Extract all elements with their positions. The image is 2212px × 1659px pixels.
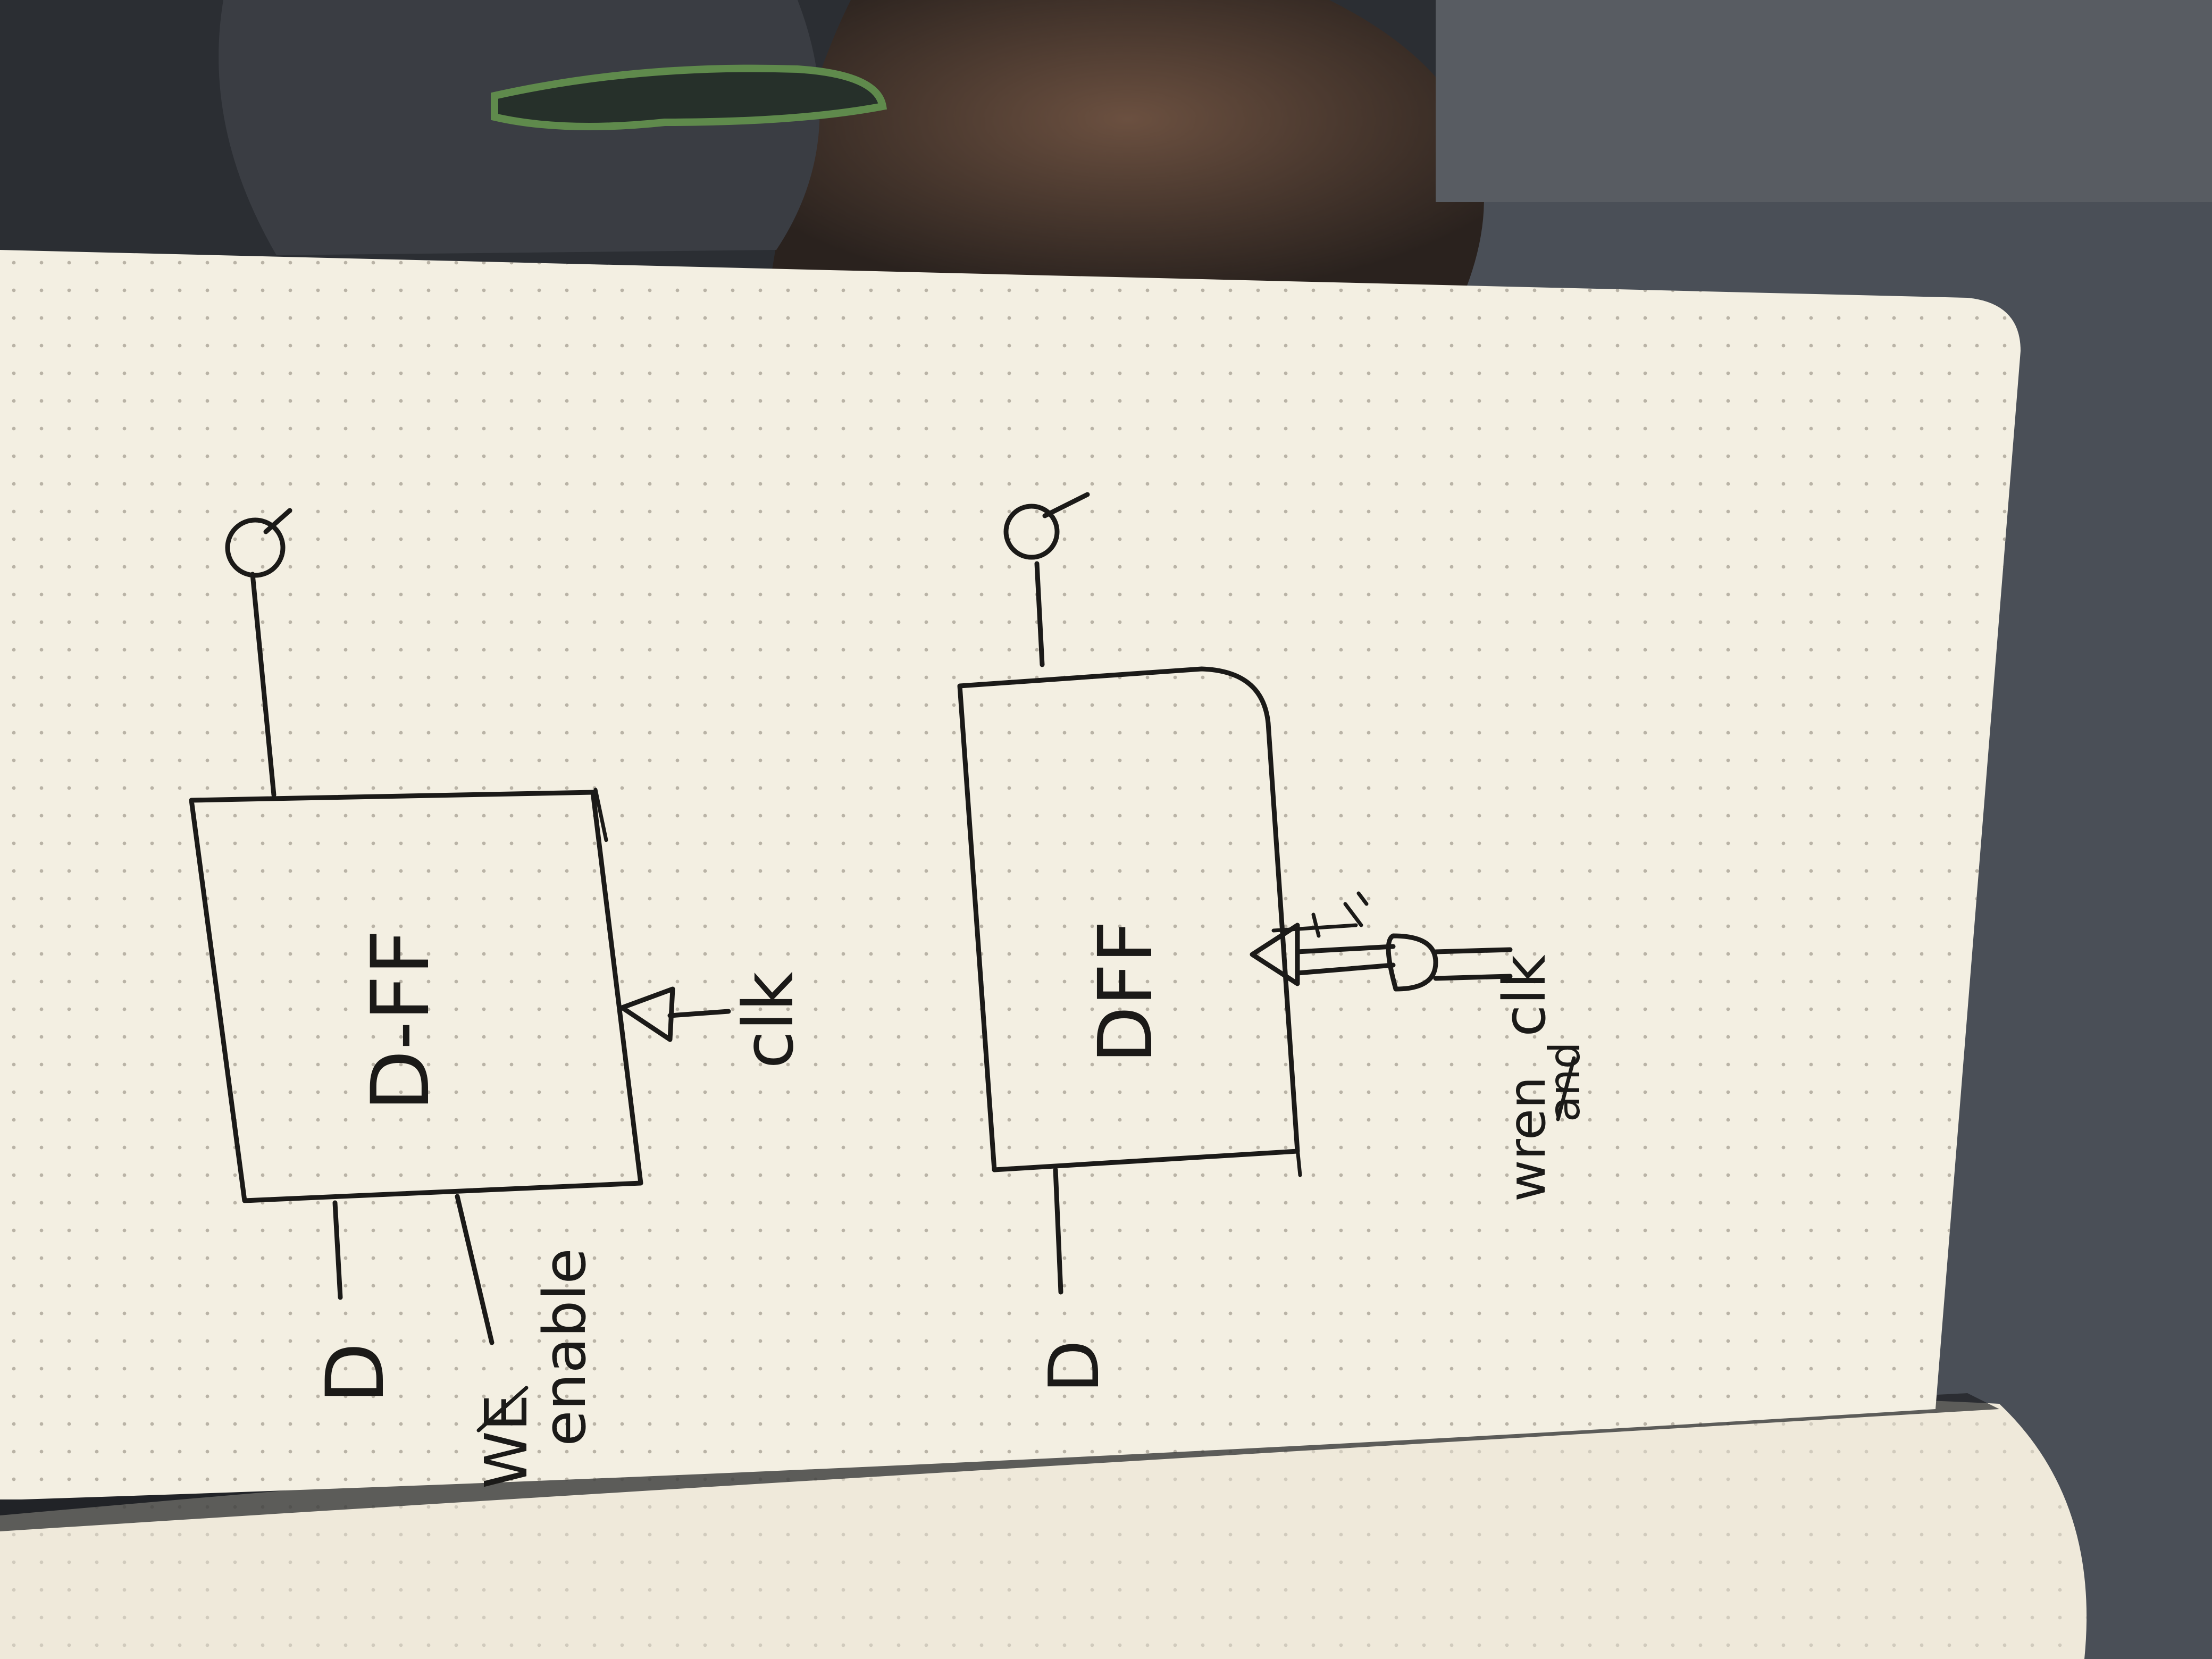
enable-label-1: enable — [531, 1248, 599, 1446]
clk-label-1: clk — [728, 971, 809, 1069]
dff-block-2 — [957, 666, 1300, 1172]
dff-label-2: DFF — [1083, 920, 1169, 1063]
dff-label-1: D-FF — [355, 929, 447, 1111]
and-input-line-2 — [1433, 974, 1513, 981]
gray-strip-right — [1436, 0, 2212, 202]
write-struck-label-1: WE — [472, 1394, 540, 1489]
gate-label-2: clk wren and — [1490, 954, 1589, 1202]
leg-shape — [771, 0, 1484, 298]
clock-line-2 — [1295, 944, 1396, 954]
box-corner-mark-1 — [593, 787, 608, 842]
q-tail-1 — [263, 508, 292, 534]
and-input-line-1 — [1433, 947, 1513, 954]
d-input-label-1: D — [309, 1342, 402, 1404]
box-corner-mark-2 — [1295, 1146, 1302, 1177]
strike-mark-2 — [1556, 1056, 1576, 1121]
q-output-circle-1 — [225, 517, 286, 578]
q-output-circle-2 — [1003, 504, 1060, 560]
strike-mark-1 — [476, 1386, 529, 1432]
notebook-lower-page-dots — [0, 1397, 2087, 1659]
d-input-label-2: D — [1034, 1340, 1115, 1393]
d-input-line-2 — [1053, 1167, 1063, 1295]
and-struck-label-2: and — [1540, 1042, 1589, 1122]
clock-triangle-2 — [1250, 923, 1300, 986]
cushion-shape — [219, 0, 820, 255]
clk-label-2: clk — [1490, 954, 1559, 1037]
q-output-line-1 — [250, 572, 276, 798]
diagram-2 — [957, 492, 1513, 1295]
q-output-line-2 — [1034, 561, 1045, 667]
scribble-mark-2 — [1271, 891, 1369, 938]
and-gate — [1386, 933, 1438, 992]
green-object — [491, 64, 887, 130]
clock-line-1 — [667, 1009, 731, 1018]
clock-line-2b — [1295, 962, 1396, 976]
write-enable-label-1: WE enable — [472, 1248, 599, 1489]
dot-grid — [0, 250, 2021, 1499]
enable-input-line-1 — [455, 1194, 495, 1345]
d-input-line-1 — [332, 1200, 343, 1300]
wren-label-2: wren — [1497, 1076, 1557, 1202]
q-tail-2 — [1042, 492, 1090, 518]
diagram-1 — [189, 508, 731, 1345]
dff-block-1 — [189, 790, 643, 1203]
